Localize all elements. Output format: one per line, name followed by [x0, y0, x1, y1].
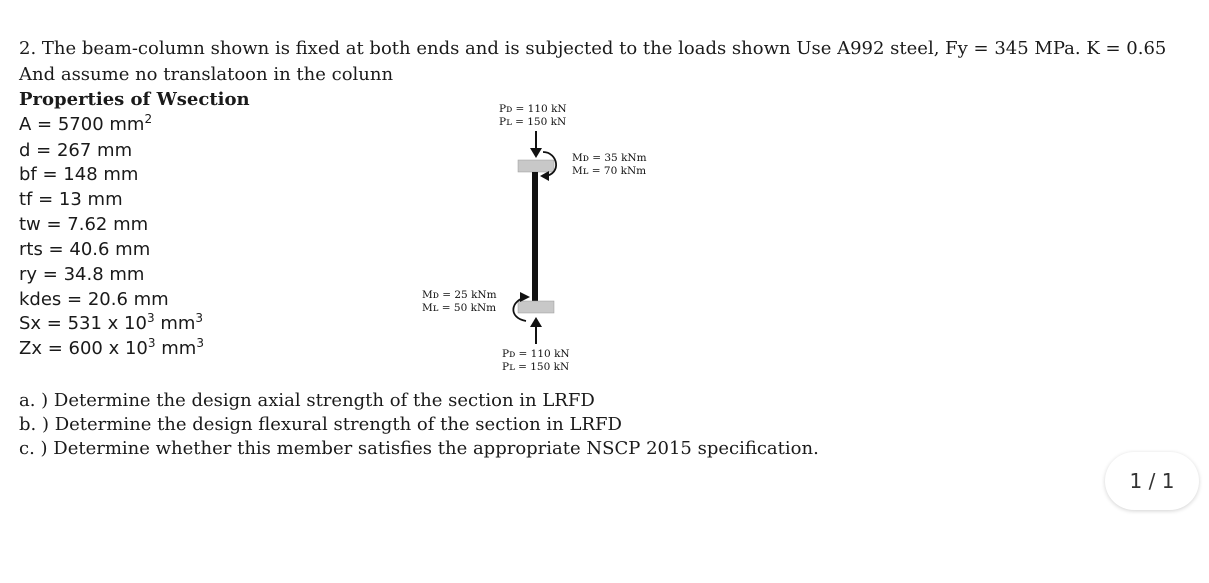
property-zx: Zx = 600 x 103 mm3 — [19, 336, 204, 359]
question-b: b. ) Determine the design flexural stren… — [19, 414, 622, 435]
property-rts: rts = 40.6 mm — [19, 239, 151, 260]
properties-title: Properties of Wsection — [19, 89, 250, 110]
bottom-axial-arrow-head — [530, 317, 542, 327]
top-moment-dead-label: Mᴅ = 35 kNm — [572, 152, 647, 164]
top-dead-load-label: Pᴅ = 110 kN — [499, 103, 567, 115]
property-area: A = 5700 mm2 — [19, 112, 153, 135]
bottom-dead-load-label: Pᴅ = 110 kN — [502, 348, 570, 360]
top-moment-live-label: Mʟ = 70 kNm — [572, 165, 646, 177]
bottom-moment-live-label: Mʟ = 50 kNm — [422, 302, 496, 314]
property-ry: ry = 34.8 mm — [19, 264, 145, 285]
property-web-thickness: tw = 7.62 mm — [19, 214, 149, 235]
top-support-plate — [517, 159, 555, 173]
bottom-moment-arrowhead — [520, 292, 530, 302]
problem-line-2: And assume no translatoon in the colunn — [19, 64, 394, 85]
property-kdes: kdes = 20.6 mm — [19, 289, 169, 310]
question-a: a. ) Determine the design axial strength… — [19, 390, 595, 411]
bottom-moment-dead-label: Mᴅ = 25 kNm — [422, 289, 497, 301]
property-depth: d = 267 mm — [19, 140, 133, 161]
top-moment-arrowhead — [540, 171, 549, 181]
bottom-live-load-label: Pʟ = 150 kN — [502, 361, 569, 373]
top-axial-arrow-head — [530, 148, 542, 158]
column-member — [532, 172, 538, 302]
problem-line-1: 2. The beam-column shown is fixed at bot… — [19, 38, 1167, 59]
property-sx: Sx = 531 x 103 mm3 — [19, 311, 204, 334]
question-c: c. ) Determine whether this member satis… — [19, 438, 819, 459]
page-indicator[interactable]: 1 / 1 — [1105, 452, 1199, 510]
bottom-support-plate — [517, 300, 555, 314]
property-flange-width: bf = 148 mm — [19, 164, 139, 185]
top-live-load-label: Pʟ = 150 kN — [499, 116, 566, 128]
property-flange-thickness: tf = 13 mm — [19, 189, 123, 210]
